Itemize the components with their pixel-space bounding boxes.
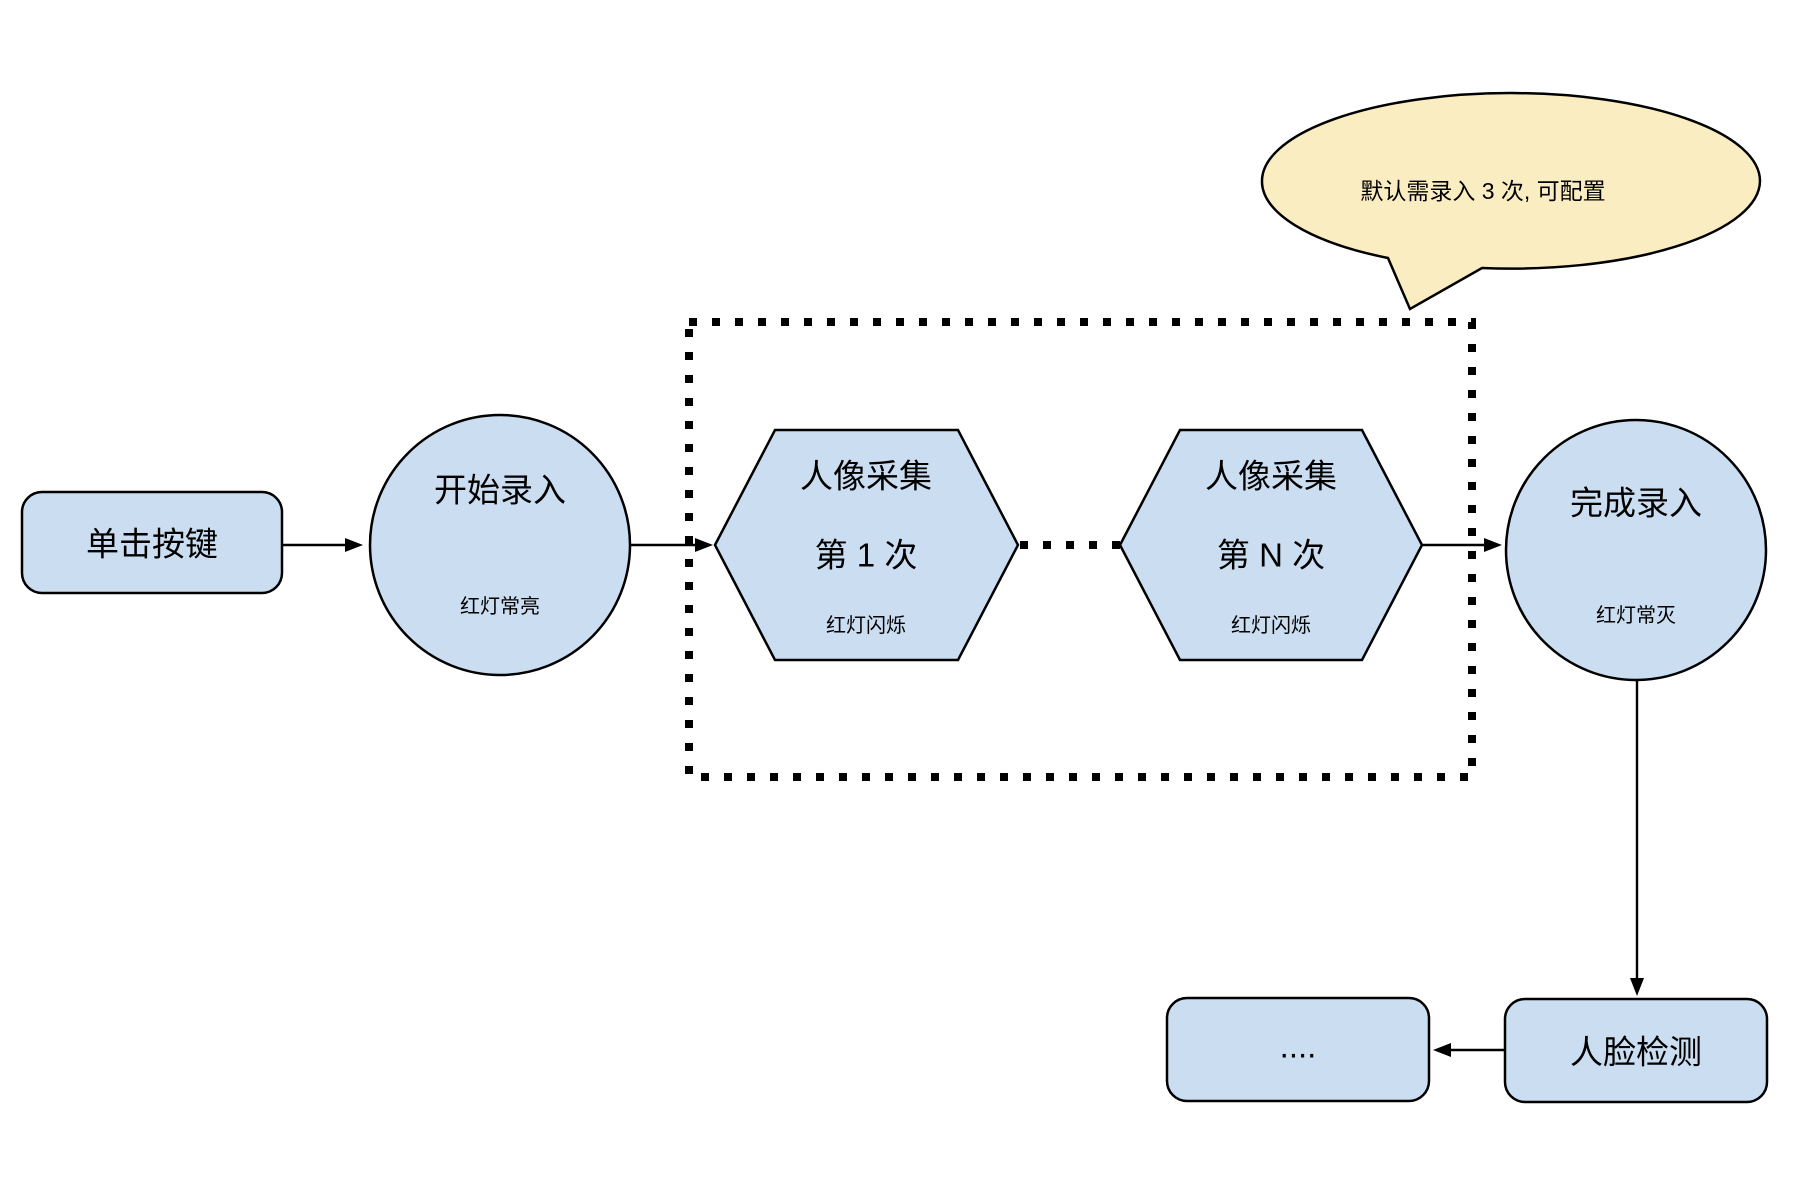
capture-nth-subtitle: 第 N 次 [1217, 537, 1325, 574]
face-detection-label: 人脸检测 [1570, 1034, 1702, 1071]
more-steps-shape [1165, 996, 1431, 1103]
start-entry-shape [368, 413, 632, 677]
edge-finish-to-facedetect [1630, 680, 1644, 996]
node-face-detection: 人脸检测 [1503, 997, 1769, 1104]
node-start-entry: 开始录入 红灯常亮 [368, 413, 632, 677]
start-entry-label: 开始录入 [434, 472, 566, 509]
finish-entry-status: 红灯常灭 [1596, 604, 1676, 627]
node-capture-nth: 人像采集 第 N 次 红灯闪烁 [1118, 428, 1424, 662]
capture-nth-status: 红灯闪烁 [1231, 614, 1311, 637]
node-click-button: 单击按键 [20, 490, 284, 595]
capture-nth-shape [1118, 428, 1424, 662]
callout-bubble-shape [1260, 91, 1762, 311]
capture-nth-title: 人像采集 [1205, 458, 1337, 495]
finish-entry-label: 完成录入 [1570, 485, 1702, 522]
node-more-steps: .... [1165, 996, 1431, 1103]
edge-captureN-to-finish [1422, 538, 1502, 552]
capture-first-subtitle: 第 1 次 [815, 537, 918, 574]
edge-start-to-capture1 [630, 538, 713, 552]
arrowhead-down-icon [1630, 978, 1644, 996]
capture-first-shape [713, 428, 1020, 662]
arrowhead-right-icon [1484, 538, 1502, 552]
arrowhead-left-icon [1433, 1043, 1451, 1057]
edge-facedetect-to-more [1433, 1043, 1505, 1057]
callout-text: 默认需录入 3 次, 可配置 [1360, 178, 1605, 204]
face-detection-shape [1503, 997, 1769, 1104]
click-button-label: 单击按键 [86, 526, 218, 563]
arrowhead-right-icon [345, 538, 363, 552]
node-capture-first: 人像采集 第 1 次 红灯闪烁 [713, 428, 1020, 662]
finish-entry-shape [1504, 418, 1768, 682]
callout-bubble: 默认需录入 3 次, 可配置 [1260, 91, 1762, 311]
start-entry-status: 红灯常亮 [460, 595, 540, 618]
node-finish-entry: 完成录入 红灯常灭 [1504, 418, 1768, 682]
capture-first-status: 红灯闪烁 [826, 614, 906, 637]
edge-click-to-start [282, 538, 363, 552]
click-button-shape [20, 490, 284, 595]
more-steps-label: .... [1280, 1028, 1317, 1065]
arrowhead-right-icon [695, 538, 713, 552]
capture-loop-boundary [685, 318, 1476, 781]
capture-first-title: 人像采集 [800, 458, 932, 495]
